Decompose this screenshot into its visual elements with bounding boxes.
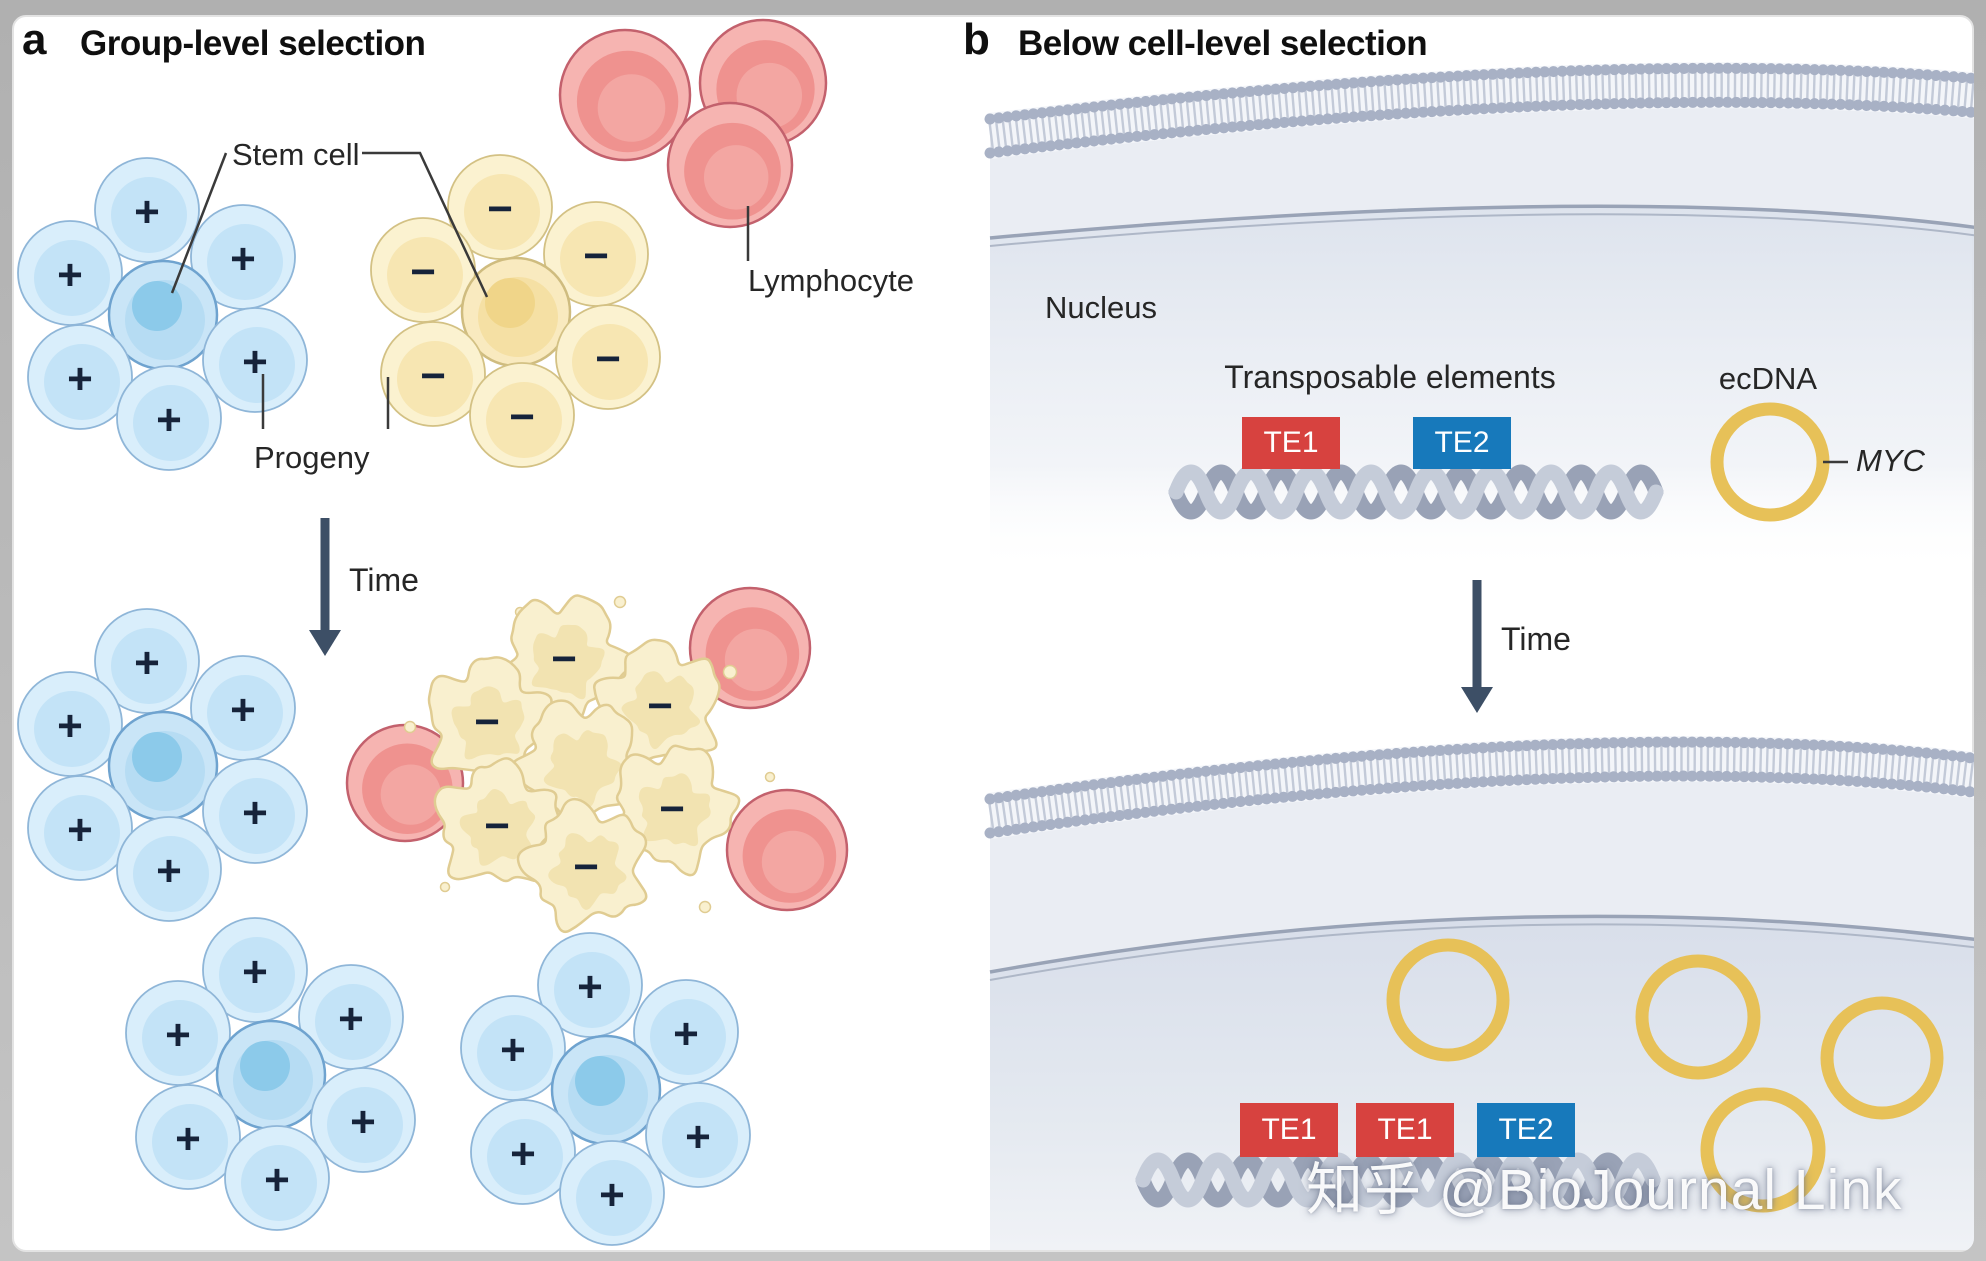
svg-text:+: + (67, 355, 93, 404)
svg-text:+: + (242, 789, 268, 838)
lymphocyte-label: Lymphocyte (748, 263, 914, 298)
watermark: 知乎 @BioJournal Link (1306, 1158, 1903, 1222)
svg-text:−: − (647, 682, 673, 731)
nucleus-label: Nucleus (1045, 290, 1157, 325)
svg-text:+: + (134, 188, 160, 237)
svg-text:−: − (551, 635, 577, 684)
svg-text:+: + (230, 235, 256, 284)
transposable-elements-label: Transposable elements (1224, 359, 1556, 395)
svg-text:+: + (67, 806, 93, 855)
te1-box-top: TE1 (1242, 417, 1340, 469)
panel-b-tag: b (963, 15, 990, 64)
te2-box-top: TE2 (1413, 417, 1511, 469)
svg-text:+: + (175, 1115, 201, 1164)
te1-box-bottom-2: TE1 (1356, 1103, 1454, 1157)
panel-a-tag: a (22, 15, 47, 64)
svg-text:+: + (510, 1130, 536, 1179)
ecdna-label: ecDNA (1718, 361, 1818, 396)
svg-text:+: + (350, 1098, 376, 1147)
svg-text:−: − (410, 248, 436, 297)
te2-box-bottom: TE2 (1477, 1103, 1575, 1157)
svg-text:+: + (500, 1026, 526, 1075)
time-label-b: Time (1501, 621, 1571, 657)
time-label-a: Time (349, 562, 419, 598)
svg-text:+: + (156, 396, 182, 445)
svg-text:+: + (57, 251, 83, 300)
svg-text:+: + (134, 639, 160, 688)
svg-text:+: + (230, 686, 256, 735)
svg-text:+: + (599, 1171, 625, 1220)
panel-b-title: Below cell-level selection (1018, 24, 1428, 63)
svg-text:+: + (338, 995, 364, 1044)
svg-text:−: − (474, 698, 500, 747)
svg-text:−: − (420, 352, 446, 401)
svg-text:+: + (57, 702, 83, 751)
svg-text:+: + (685, 1113, 711, 1162)
myc-gene-label: MYC (1856, 443, 1925, 478)
svg-text:−: − (659, 785, 685, 834)
stem-cell-label: Stem cell (232, 137, 360, 172)
svg-text:−: − (484, 802, 510, 851)
svg-text:−: − (583, 232, 609, 281)
svg-text:+: + (156, 847, 182, 896)
svg-text:+: + (577, 963, 603, 1012)
te1-box-bottom-1: TE1 (1240, 1103, 1338, 1157)
svg-text:+: + (165, 1011, 191, 1060)
svg-text:−: − (487, 185, 513, 234)
panel-a-title: Group-level selection (80, 24, 426, 63)
progeny-label: Progeny (254, 440, 370, 475)
svg-text:+: + (242, 948, 268, 997)
svg-text:−: − (509, 393, 535, 442)
svg-text:−: − (595, 335, 621, 384)
svg-text:+: + (264, 1156, 290, 1205)
svg-text:−: − (573, 843, 599, 892)
svg-text:+: + (673, 1010, 699, 1059)
